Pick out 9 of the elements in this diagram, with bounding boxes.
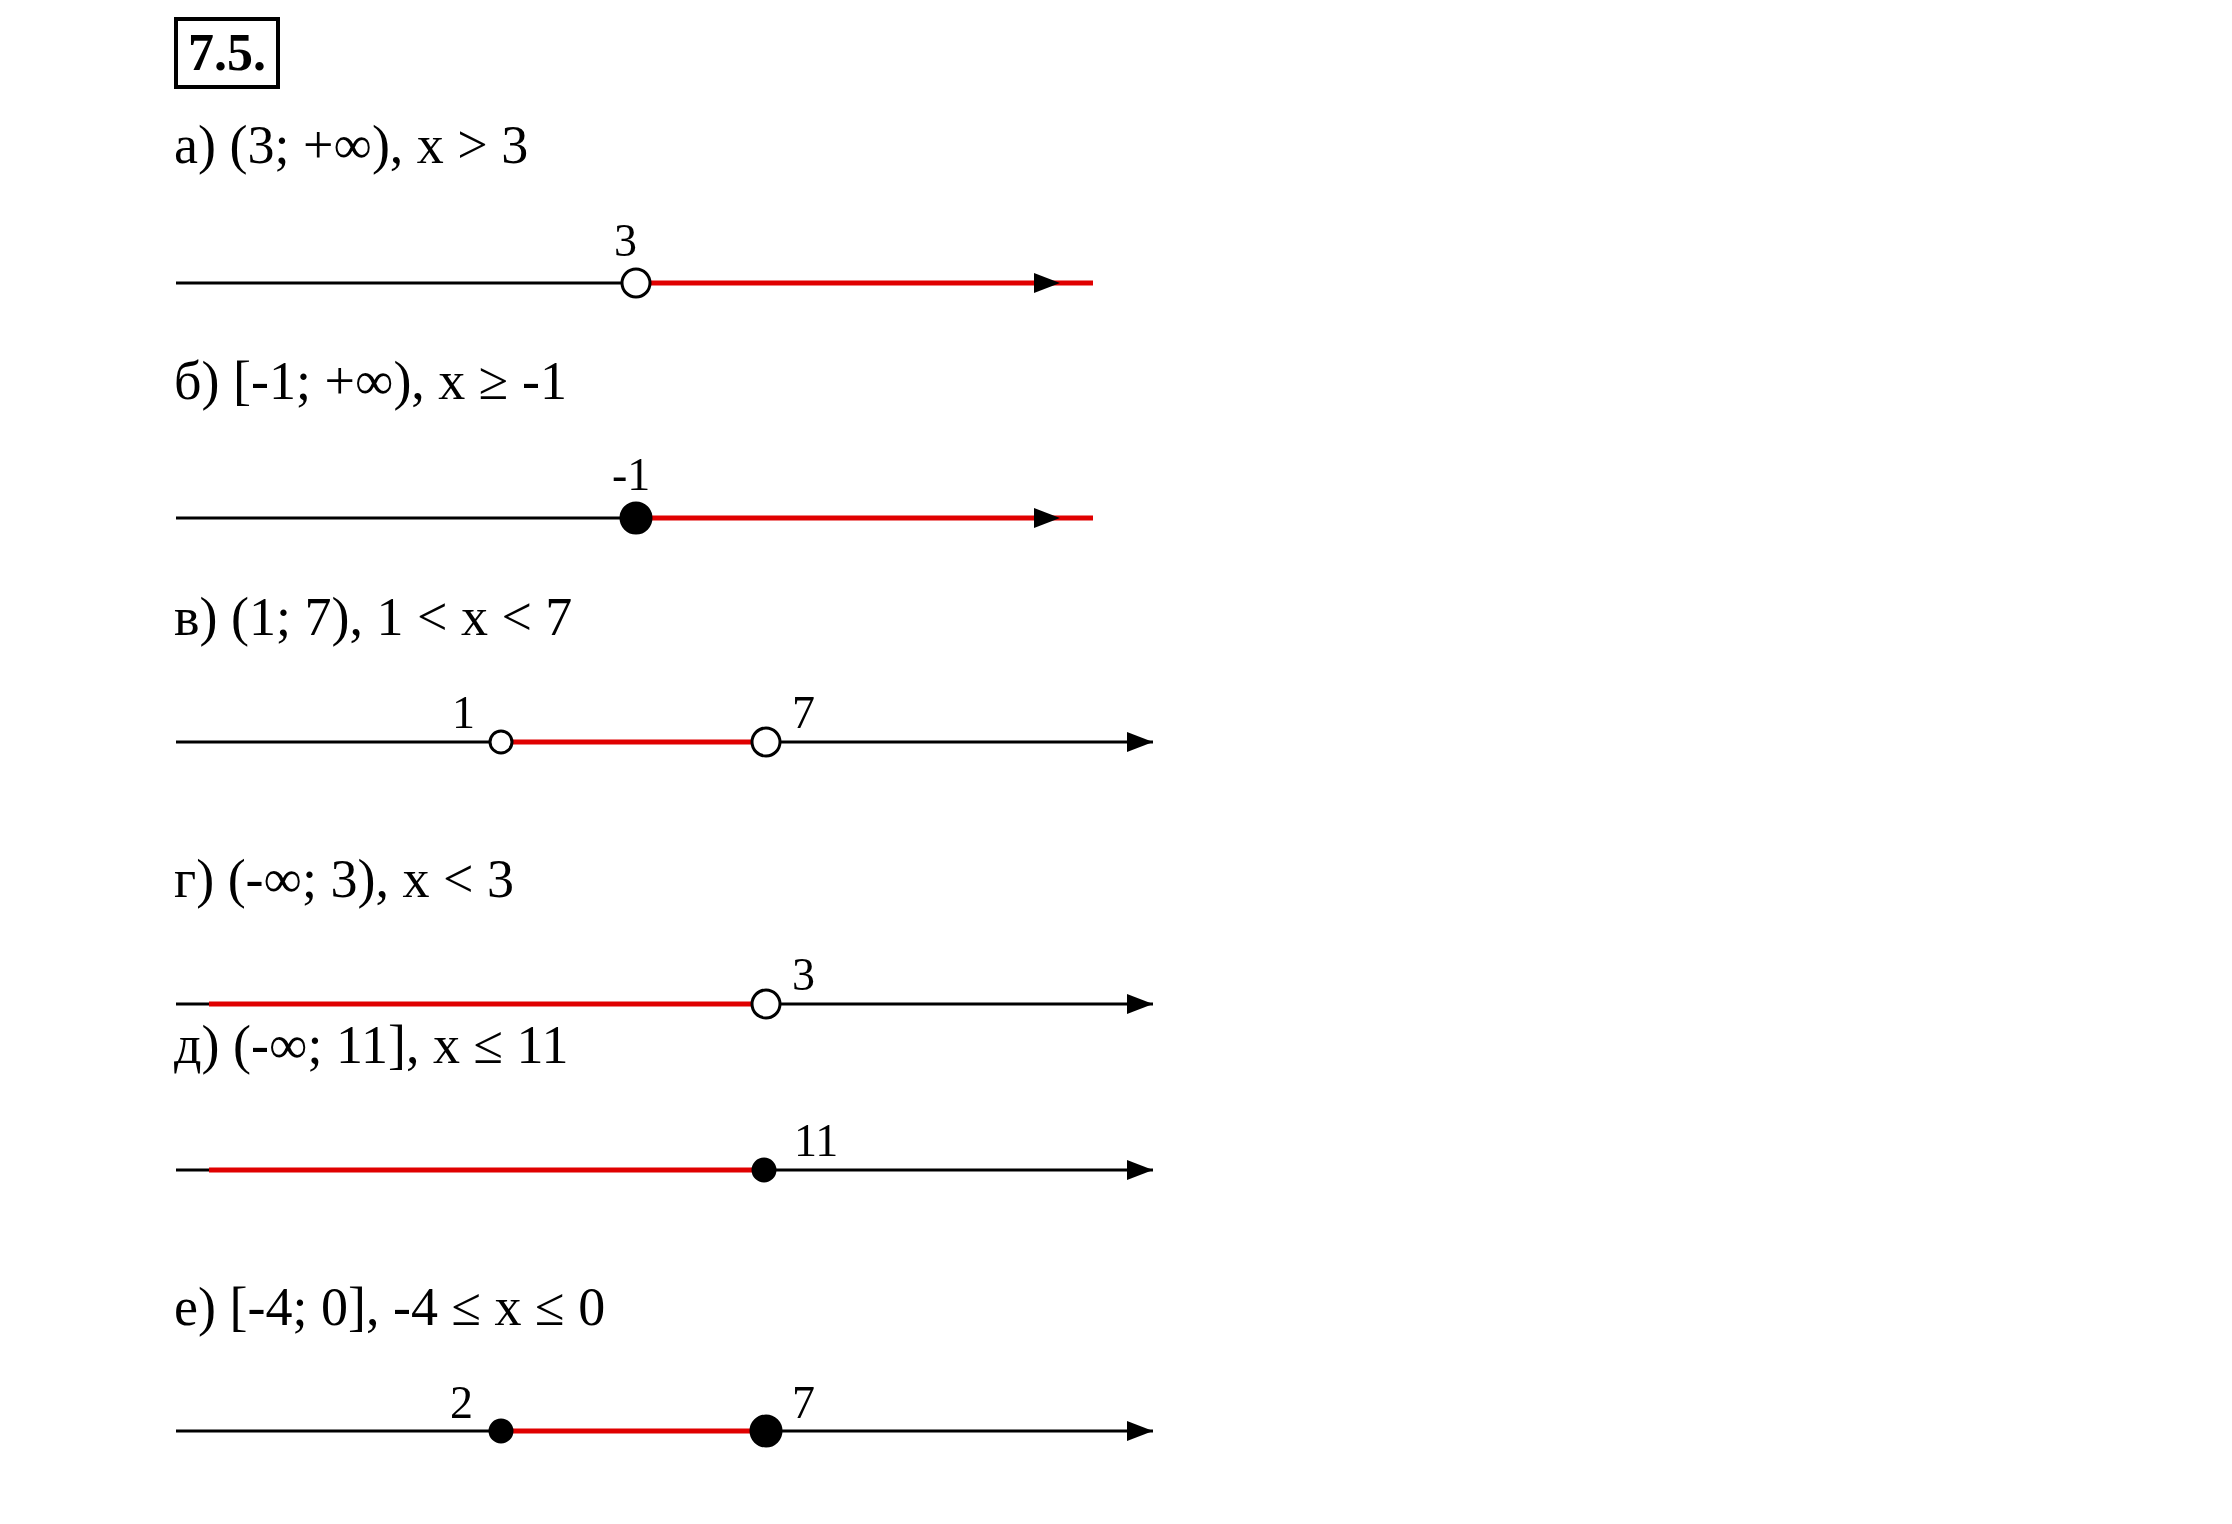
point-label: -1 xyxy=(612,452,651,498)
point-label: 3 xyxy=(792,952,815,998)
point-label: 2 xyxy=(450,1380,473,1426)
point-label: 3 xyxy=(614,218,637,264)
point-label: 11 xyxy=(794,1118,839,1164)
point-label: 7 xyxy=(792,690,815,736)
point-label: 1 xyxy=(452,690,475,736)
point-label: 7 xyxy=(792,1380,815,1426)
exercise-number: 7.5. xyxy=(174,17,280,89)
